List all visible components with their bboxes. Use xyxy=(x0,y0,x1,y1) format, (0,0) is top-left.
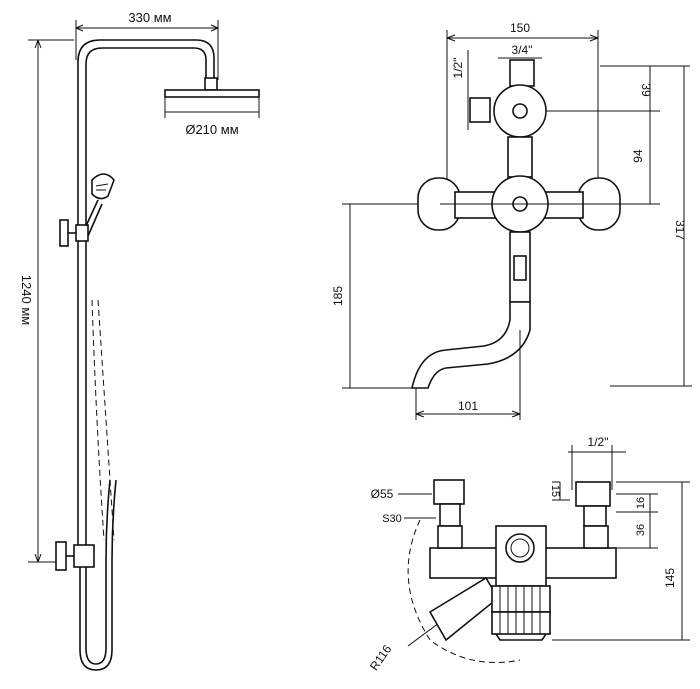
mixer-front-view: 150 3/4" 1/2" 39 94 317 xyxy=(331,21,692,420)
mixer-column xyxy=(507,136,533,178)
shower-system-view: 330 мм Ø210 мм 1240 мм xyxy=(19,10,260,671)
rail-height-label: 1240 мм xyxy=(19,275,34,325)
mixer-top-view: R116 1/2" Ø55 S30 xyxy=(367,435,690,673)
radius-arc xyxy=(407,519,521,663)
shower-head xyxy=(164,89,260,98)
knurled-ring-lower xyxy=(491,611,551,635)
shower-hose-outer xyxy=(79,479,117,671)
right-eccentric-body xyxy=(583,505,607,527)
top-offset-36-label: 36 xyxy=(635,524,647,536)
width-arrows xyxy=(75,24,219,32)
right-body-stub xyxy=(583,525,609,549)
hand-shower-face xyxy=(95,183,109,191)
left-eccentric-nut xyxy=(433,479,465,505)
front-spout-height-label: 185 xyxy=(331,286,345,306)
diverter-body xyxy=(73,544,95,568)
top-diameter-label: Ø55 xyxy=(371,487,394,501)
spout-reach-arrows xyxy=(415,410,521,418)
top-offset-16-label: 16 xyxy=(635,497,647,509)
head-connector xyxy=(204,77,218,91)
spray-line-2 xyxy=(97,299,115,541)
shower-hose-inner xyxy=(85,479,111,665)
left-body-stub xyxy=(437,525,463,549)
front-side-thread-label: 1/2" xyxy=(451,58,465,79)
slider-clamp xyxy=(75,224,89,242)
front-spout-reach-label: 101 xyxy=(458,399,478,413)
handle-cap xyxy=(495,633,547,641)
slider-knob xyxy=(59,219,69,247)
front-width-arrows xyxy=(446,34,599,42)
diverter-knob xyxy=(55,541,67,571)
shower-width-label: 330 мм xyxy=(128,10,171,25)
holder-arm xyxy=(85,199,103,237)
upper-knob-center xyxy=(512,103,528,119)
left-eccentric-body xyxy=(439,503,461,527)
knurl-lines-upper xyxy=(499,586,541,612)
spray-line-1 xyxy=(91,299,105,541)
top-depth-label: 145 xyxy=(663,568,677,588)
front-total-height-label: 317 xyxy=(673,220,687,240)
hand-shower-head xyxy=(91,173,115,200)
top-wrench-label: S30 xyxy=(382,513,402,525)
top-inlet xyxy=(509,59,535,87)
overhead-pipe-outer xyxy=(77,39,215,545)
front-top-offset-label: 39 xyxy=(639,83,653,97)
top-offset-15-label: 15 xyxy=(549,485,561,497)
knurled-ring-upper xyxy=(491,585,551,613)
right-eccentric-nut xyxy=(575,481,611,507)
front-inlet-thread-label: 3/4" xyxy=(512,43,533,57)
top-spout xyxy=(428,576,500,642)
spout-marker xyxy=(513,255,527,281)
head-diameter-label: Ø210 мм xyxy=(185,122,238,137)
overhead-pipe-inner xyxy=(85,47,207,545)
front-width-label: 150 xyxy=(510,21,530,35)
height-arrows xyxy=(34,39,42,563)
top-thread-label: 1/2" xyxy=(588,435,609,449)
side-inlet xyxy=(469,97,491,123)
knurl-lines-lower xyxy=(499,612,541,634)
top-radius-label: R116 xyxy=(367,642,395,673)
bath-spout xyxy=(411,301,531,389)
central-outlet-port-inner xyxy=(510,538,530,558)
front-mid-offset-label: 94 xyxy=(631,149,645,163)
